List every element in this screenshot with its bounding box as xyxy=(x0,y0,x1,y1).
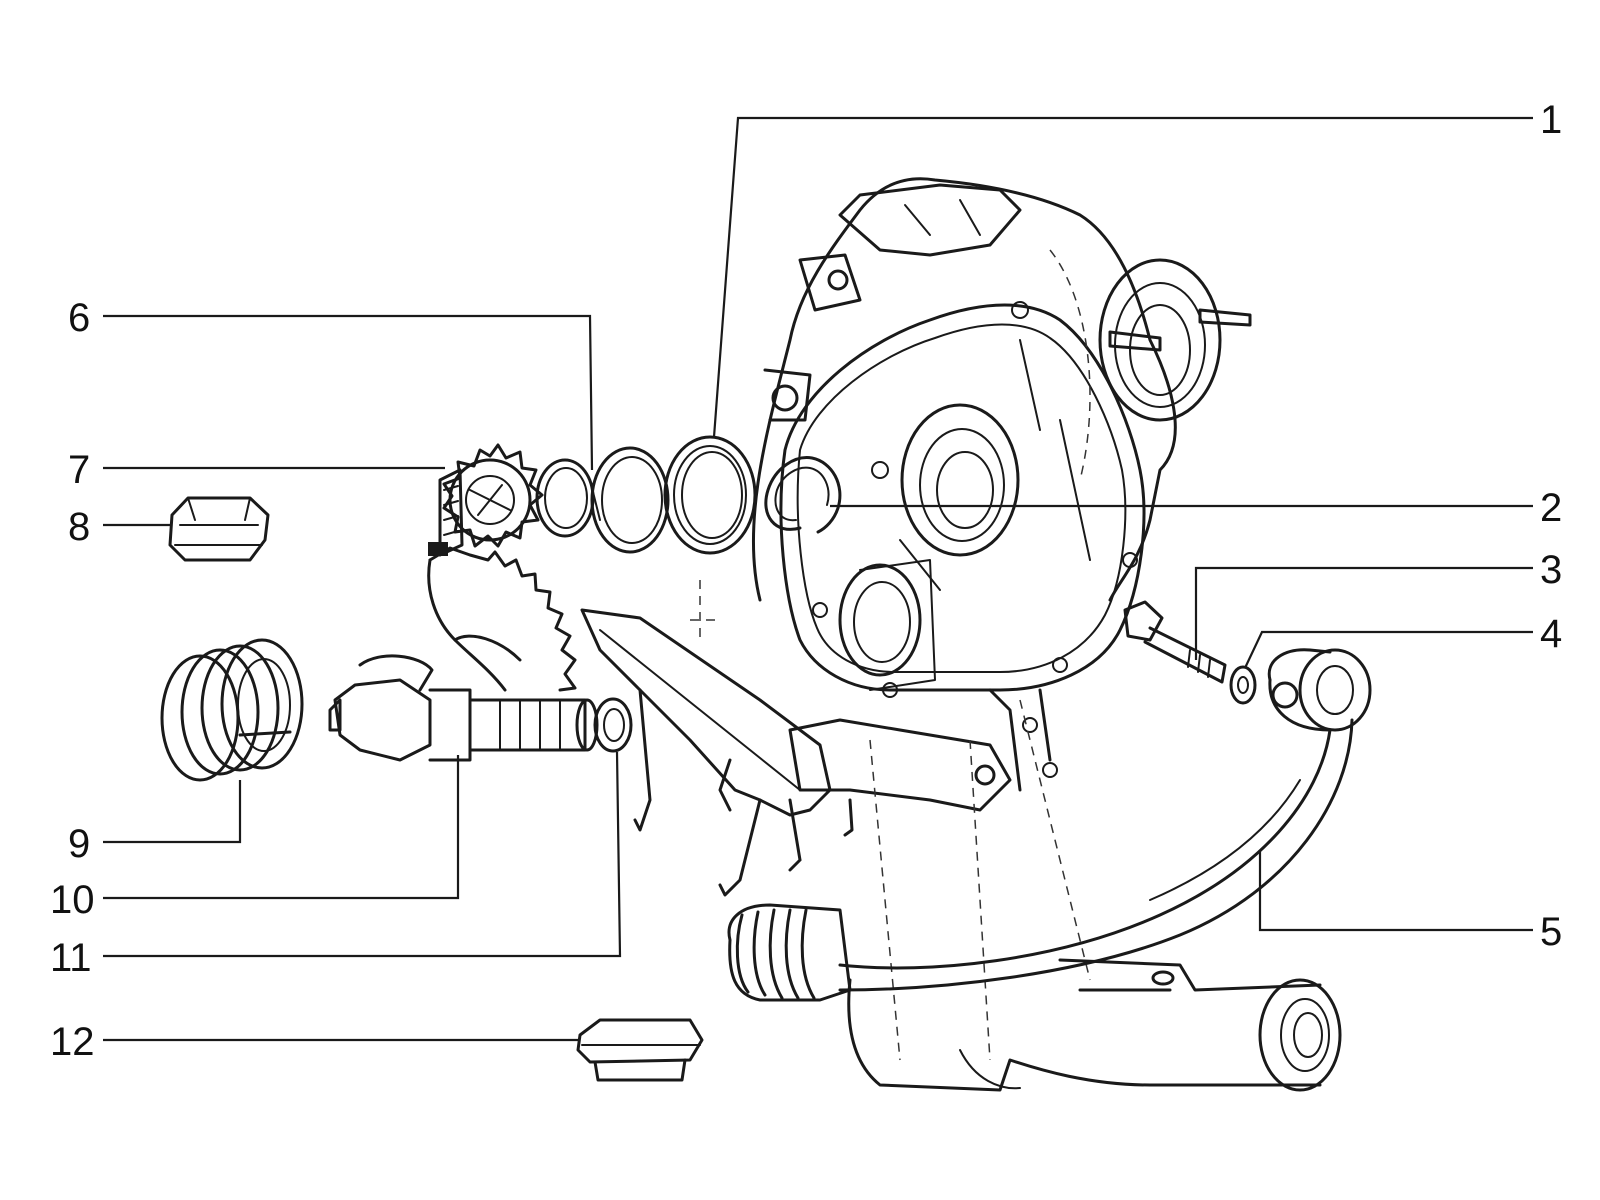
leader-3 xyxy=(1194,566,1533,660)
part-7-kickstart-gear xyxy=(427,443,577,692)
callout-11: 11 xyxy=(50,936,92,980)
part-9-return-spring xyxy=(160,638,304,782)
callout-5: 5 xyxy=(1540,910,1562,954)
leader-4 xyxy=(1244,630,1533,669)
leader-lines xyxy=(103,116,1533,1042)
part-2-circlip xyxy=(764,456,842,534)
callout-12: 12 xyxy=(50,1020,95,1064)
callout-2: 2 xyxy=(1540,486,1562,530)
callout-8: 8 xyxy=(68,505,90,549)
callout-10: 10 xyxy=(50,878,95,922)
part-3-bolt xyxy=(1123,600,1227,684)
callout-labels: 1 2 3 4 5 6 7 8 9 10 11 12 xyxy=(50,98,1562,1064)
callout-6: 6 xyxy=(68,296,90,340)
part-1-oil-seal xyxy=(663,435,757,555)
part-6-shim-washers xyxy=(535,446,670,554)
leader-11 xyxy=(103,751,622,958)
part-10-kickstart-shaft xyxy=(328,654,599,762)
callout-7: 7 xyxy=(68,448,90,492)
part-8-rubber-block xyxy=(168,496,270,562)
part-12-rubber-pad xyxy=(576,1018,704,1082)
leader-1 xyxy=(712,116,1533,438)
engine-crankcase-drawing xyxy=(690,177,1342,1092)
part-5-kickstart-lever xyxy=(727,648,1372,1002)
leader-5 xyxy=(1258,850,1533,932)
part-4-lock-washer xyxy=(1229,665,1257,705)
cover-plate-drawing xyxy=(580,608,854,897)
leader-6 xyxy=(103,314,594,471)
leader-10 xyxy=(103,755,460,900)
callout-9: 9 xyxy=(68,822,90,866)
callout-4: 4 xyxy=(1540,612,1562,656)
part-11-washer xyxy=(593,697,633,753)
callout-3: 3 xyxy=(1540,548,1562,592)
callout-1: 1 xyxy=(1540,98,1562,142)
leader-9 xyxy=(103,780,242,844)
